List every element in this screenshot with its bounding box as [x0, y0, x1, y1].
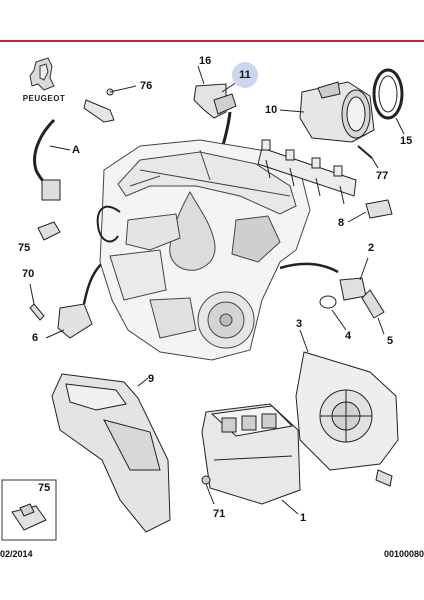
callout-6: 6	[32, 332, 39, 344]
callout-16: 16	[199, 55, 212, 67]
callout-5: 5	[387, 335, 394, 347]
clip-75	[37, 221, 61, 241]
callout-75-upper: 75	[18, 242, 31, 254]
leader-70	[29, 283, 35, 305]
sensor-76	[83, 85, 137, 123]
callout-71: 71	[213, 508, 226, 520]
callout-15: 15	[400, 135, 413, 147]
bolt-77	[357, 145, 373, 159]
screw-71	[201, 475, 211, 485]
leader-8	[347, 211, 367, 223]
callout-11: 11	[239, 69, 251, 81]
engine-assembly	[99, 139, 311, 361]
bolt-70	[29, 303, 45, 321]
header-rule	[0, 40, 424, 42]
callout-1: 1	[300, 512, 307, 524]
footer-code: 00100080	[383, 549, 424, 559]
peugeot-lion-logo	[29, 57, 55, 91]
leader-5	[377, 317, 385, 335]
leader-6	[45, 329, 65, 339]
leader-15	[395, 117, 405, 135]
callout-77: 77	[376, 170, 389, 182]
callout-3: 3	[296, 318, 303, 330]
leader-1	[281, 499, 299, 515]
callout-75-inset: 75	[38, 482, 51, 494]
harness-connector	[41, 179, 61, 201]
callout-10: 10	[265, 104, 278, 116]
sensor-2-wire	[279, 262, 339, 274]
seal-ring-15	[372, 68, 404, 120]
callout-4: 4	[345, 330, 352, 342]
leader-10	[279, 109, 305, 113]
leader-2	[359, 257, 369, 281]
leader-71	[205, 483, 215, 505]
footer-date: 02/2014	[0, 549, 33, 559]
callout-8: 8	[338, 217, 345, 229]
ecu-1	[201, 403, 301, 505]
leader-77	[371, 157, 379, 169]
leader-4	[331, 309, 347, 331]
seal-4	[319, 295, 337, 309]
engine-cover-9	[51, 373, 171, 533]
airflow-meter-10	[299, 81, 375, 143]
sensor-2	[339, 277, 367, 301]
callout-70: 70	[22, 268, 35, 280]
callout-76: 76	[140, 80, 153, 92]
leader-9	[137, 377, 149, 387]
sensor-8	[365, 199, 393, 219]
ecu-bracket-3	[295, 351, 399, 487]
inset-clip-detail	[19, 503, 35, 517]
leader-3	[299, 329, 309, 353]
callout-9: 9	[148, 373, 155, 385]
sensor-6	[57, 303, 93, 339]
callout-2: 2	[368, 242, 375, 254]
brand-wordmark: PEUGEOT	[22, 94, 66, 103]
callout-11-highlight: 11	[232, 62, 258, 88]
leader-a	[49, 145, 71, 151]
callout-a: A	[72, 144, 80, 156]
fuel-rail	[257, 139, 357, 205]
engine-harness	[96, 205, 121, 243]
clip-5	[361, 289, 385, 319]
